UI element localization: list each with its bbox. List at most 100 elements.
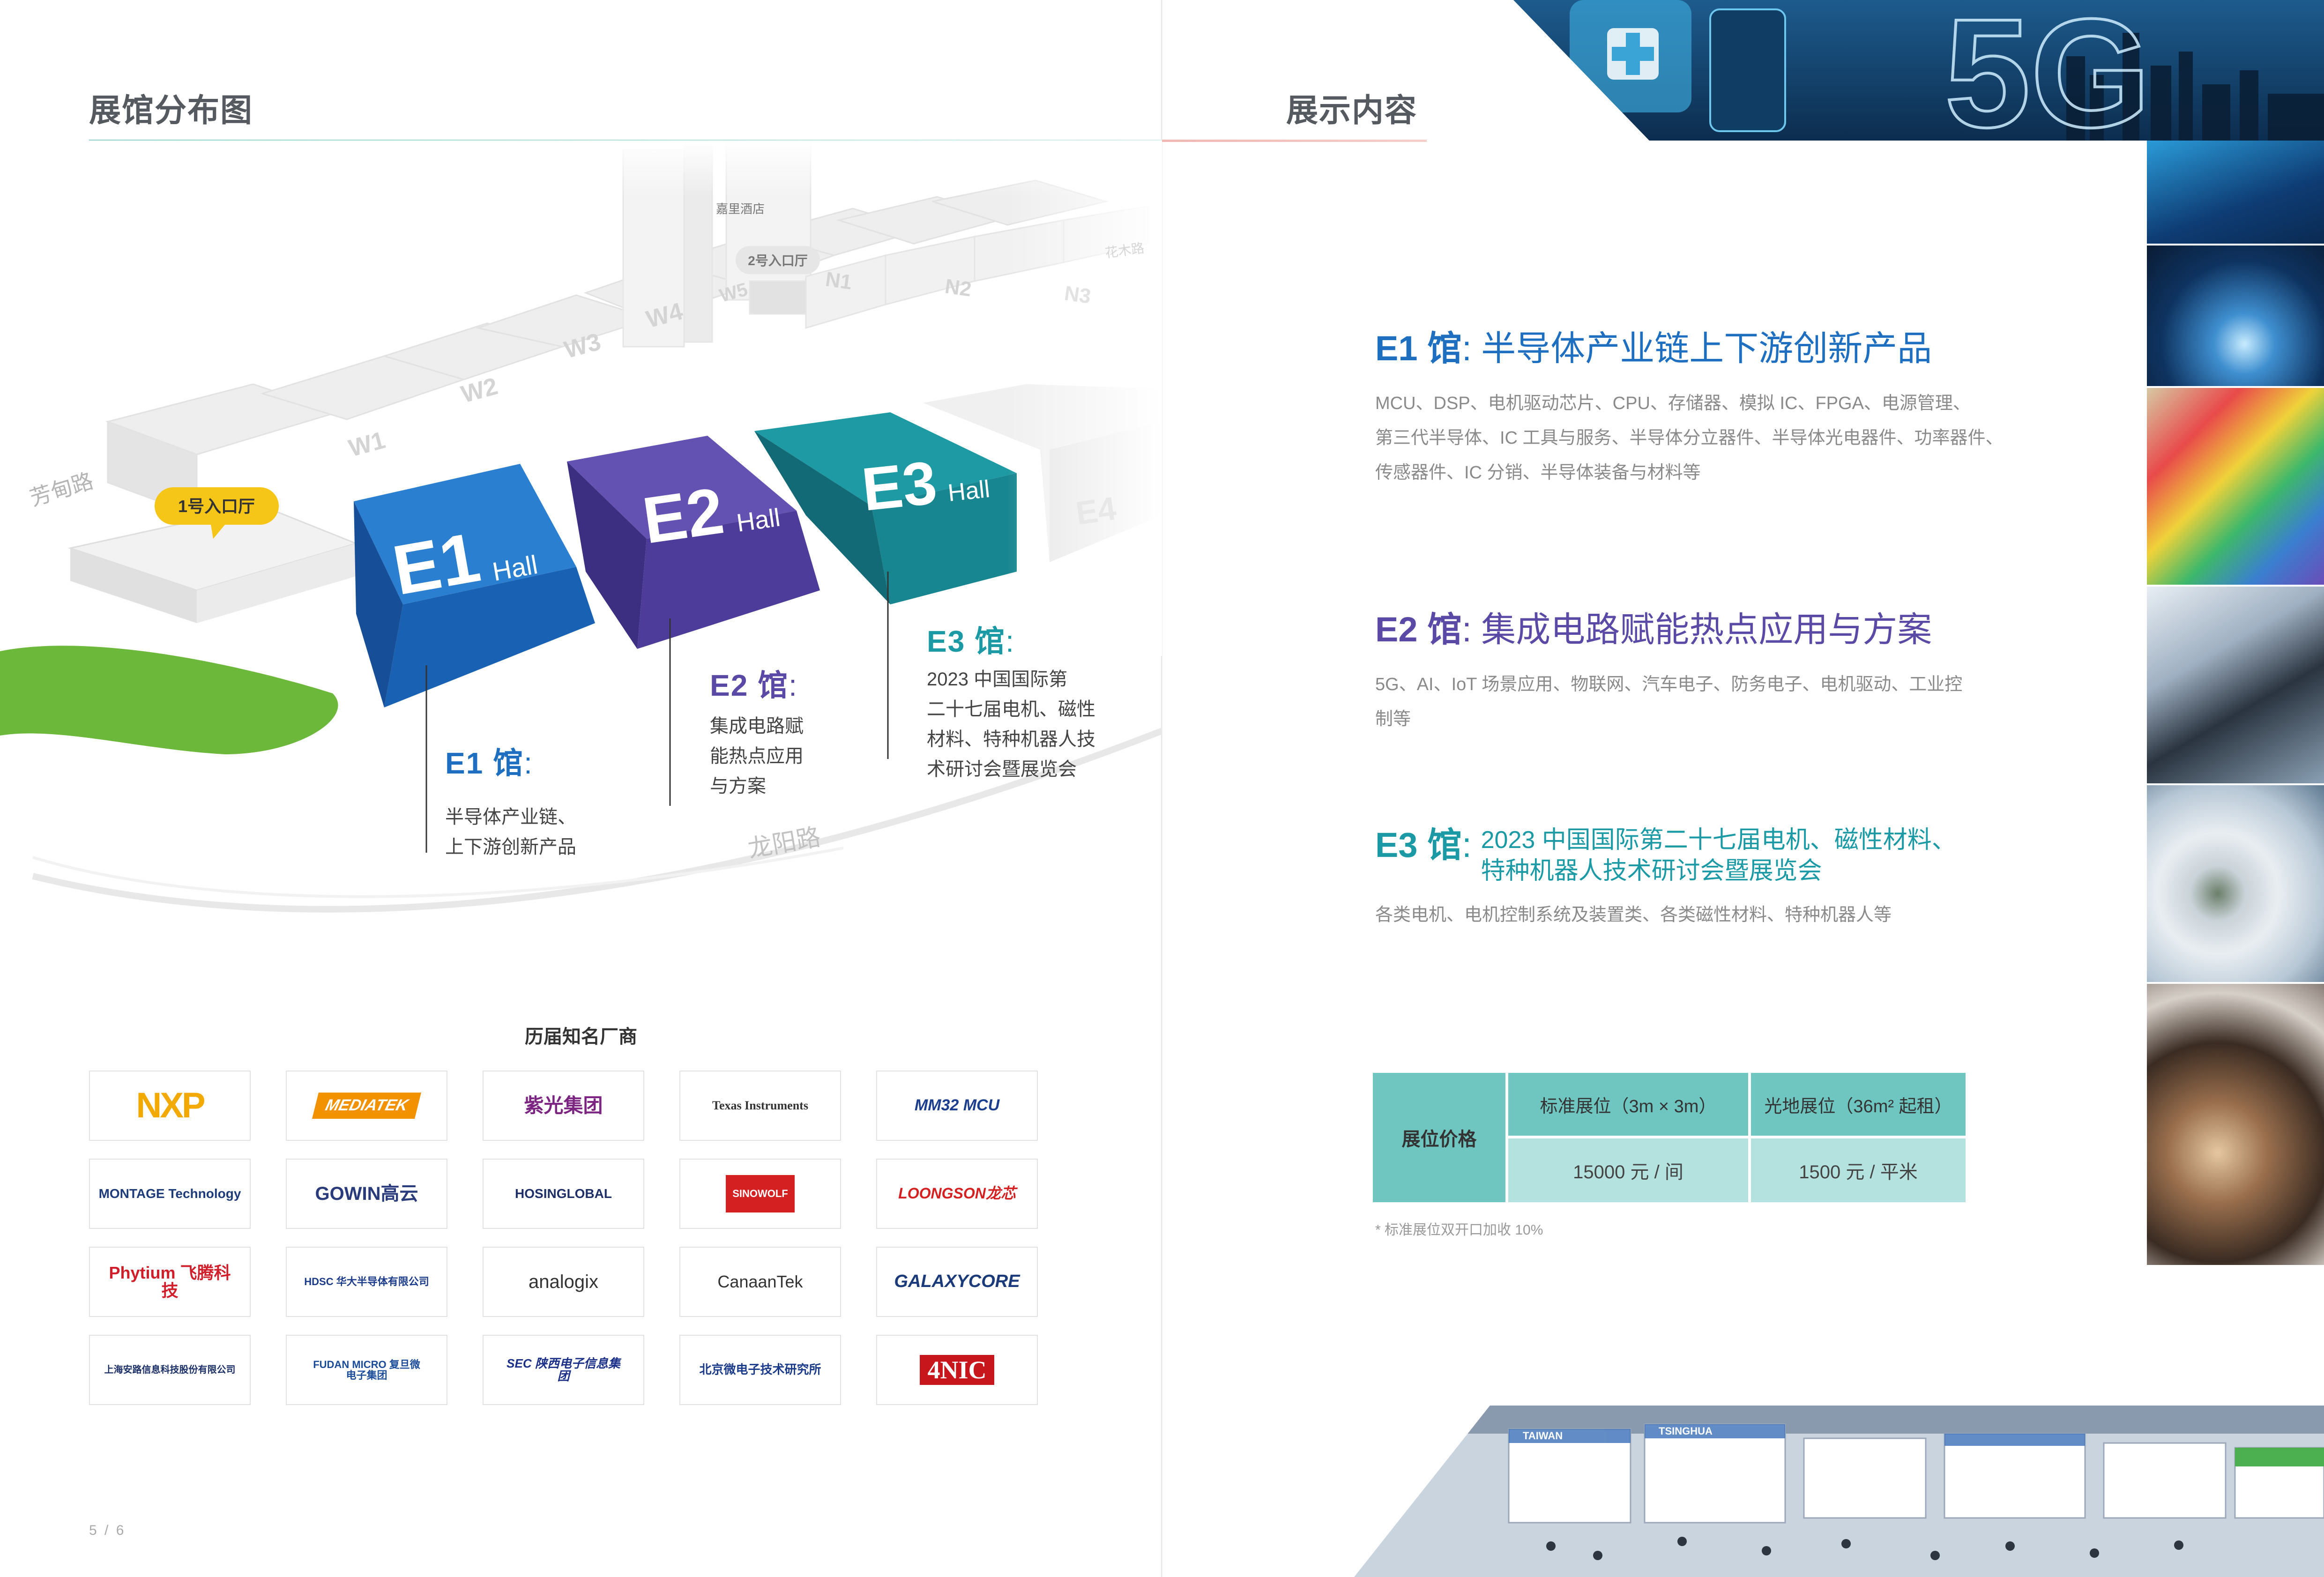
road-south-label: 龙阳路 bbox=[746, 824, 823, 863]
callout-e2-line: 与方案 bbox=[710, 776, 766, 796]
exhibit-e1-tag: E1 馆 bbox=[1375, 329, 1462, 368]
exhibit-block-e2: E2 馆: 集成电路赋能热点应用与方案 5G、AI、IoT 场景应用、物联网、汽… bbox=[1375, 609, 2134, 736]
photo-chip-handling bbox=[2147, 785, 2324, 982]
photo-foldable-phone bbox=[2147, 587, 2324, 783]
booth-sign-taiwan: TAIWAN bbox=[1523, 1430, 1563, 1442]
logo-4nic-text: 4NIC bbox=[920, 1354, 994, 1385]
hall-n1-label: N1 bbox=[824, 268, 854, 294]
exhibit-e3-tag-text: E3 馆 bbox=[1375, 826, 1462, 864]
logo-nxp: NXP bbox=[89, 1071, 251, 1141]
exhibit-e3-heading-line: 2023 中国国际第二十七届电机、磁性材料、 bbox=[1481, 826, 1956, 854]
callout-e3-line: 术研讨会暨展览会 bbox=[927, 759, 1077, 780]
exhibit-e1-description: MCU、DSP、电机驱动芯片、CPU、存储器、模拟 IC、FPGA、电源管理、 … bbox=[1375, 386, 2134, 490]
hall-n2-label: N2 bbox=[944, 275, 973, 301]
photo-machinery bbox=[2147, 984, 2324, 1265]
logo-mediatek-text: MEDIATEK bbox=[312, 1093, 421, 1119]
callout-e2-tag-text: E2 馆 bbox=[710, 669, 789, 702]
callout-e3-line: 二十七届电机、磁性 bbox=[927, 699, 1095, 720]
callout-e2-description: 集成电路赋 能热点应用 与方案 bbox=[710, 711, 804, 801]
title-rule-right bbox=[1162, 140, 1427, 142]
hall-distribution-map: 1号入口厅 2号入口厅 嘉里酒店 芳甸路 龙阳路 花木路 W1 W2 W3 W4… bbox=[0, 141, 1162, 913]
logo-anlogic: 上海安路信息科技股份有限公司 bbox=[89, 1335, 251, 1405]
callout-e1-line: 半导体产业链、 bbox=[445, 807, 576, 827]
logo-montage: MONTAGE Technology bbox=[89, 1159, 251, 1229]
callout-e2: E2 馆: 集成电路赋 能热点应用 与方案 bbox=[710, 662, 804, 801]
exhibit-e3-heading-line: 特种机器人技术研讨会暨展览会 bbox=[1481, 857, 1822, 885]
photo-laser-machining bbox=[2147, 245, 2324, 386]
logo-mediatek: MEDIATEK bbox=[286, 1071, 447, 1141]
exhibit-e1-heading: E1 馆: 半导体产业链上下游创新产品 bbox=[1375, 328, 2134, 369]
exhibit-e3-heading-text: 2023 中国国际第二十七届电机、磁性材料、 特种机器人技术研讨会暨展览会 bbox=[1481, 825, 1956, 886]
logo-canaantek: CanaanTek bbox=[679, 1247, 841, 1317]
callout-e2-line: 能热点应用 bbox=[710, 746, 804, 766]
booth-sign-tsinghua: TSINGHUA bbox=[1659, 1425, 1713, 1437]
logo-sec: SEC 陕西电子信息集团 bbox=[483, 1335, 644, 1405]
manufacturer-logo-grid: NXP MEDIATEK 紫光集团 Texas Instruments MM32… bbox=[89, 1071, 1038, 1406]
hall-e1-code: E1 bbox=[387, 517, 485, 610]
exhibit-e3-colon: : bbox=[1462, 826, 1472, 864]
exhibit-e2-tag: E2 馆 bbox=[1375, 610, 1462, 649]
top-photo-5g: 5G bbox=[1513, 0, 2324, 141]
logo-gowin: GOWIN高云 bbox=[286, 1159, 447, 1229]
hall-e2-suffix: Hall bbox=[735, 504, 782, 537]
photo-network bbox=[2147, 141, 2324, 244]
callout-e1-description: 半导体产业链、 上下游创新产品 bbox=[445, 802, 576, 862]
exhibit-e2-colon: : bbox=[1462, 610, 1472, 649]
exhibit-e1-colon: : bbox=[1462, 329, 1472, 368]
logo-fudan-micro: FUDAN MICRO 复旦微电子集团 bbox=[286, 1335, 447, 1405]
exhibit-block-e1: E1 馆: 半导体产业链上下游创新产品 MCU、DSP、电机驱动芯片、CPU、存… bbox=[1375, 328, 2134, 490]
right-photo-strip bbox=[2147, 141, 2324, 1406]
exhibit-e1-heading-text: 半导体产业链上下游创新产品 bbox=[1481, 329, 1932, 368]
hotel-label: 嘉里酒店 bbox=[716, 202, 765, 216]
price-value-raw-space: 1500 元 / 平米 bbox=[1751, 1138, 1966, 1202]
exhibit-e3-description: 各类电机、电机控制系统及装置类、各类磁性材料、特种机器人等 bbox=[1375, 898, 2134, 932]
exhibit-e2-description: 5G、AI、IoT 场景应用、物联网、汽车电子、防务电子、电机驱动、工业控 制等 bbox=[1375, 667, 2134, 736]
callout-e3-colon: : bbox=[1006, 625, 1015, 658]
callout-e2-colon: : bbox=[789, 669, 798, 702]
logo-hosinglobal: HOSINGLOBAL bbox=[483, 1159, 644, 1229]
callout-e1-tag: E1 馆: bbox=[445, 739, 576, 782]
logo-sinowolf-text: SINOWOLF bbox=[726, 1175, 795, 1213]
exhibit-e3-tag: E3 馆: bbox=[1375, 825, 1472, 866]
price-header-raw-space: 光地展位（36m² 起租） bbox=[1751, 1073, 1966, 1136]
hall-e3-code: E3 bbox=[859, 448, 940, 524]
page-fold bbox=[1161, 0, 1162, 1577]
price-note: * 标准展位双开口加收 10% bbox=[1375, 1222, 1543, 1238]
logo-sinowolf: SINOWOLF bbox=[679, 1159, 841, 1229]
hall-w1-label: W1 bbox=[346, 426, 388, 462]
callout-e1-line: 上下游创新产品 bbox=[445, 837, 576, 857]
callout-e2-tag: E2 馆: bbox=[710, 662, 804, 705]
hall-e2-code: E2 bbox=[638, 473, 728, 557]
hall-e3-suffix: Hall bbox=[946, 476, 991, 507]
top-photo-5g-image: 5G bbox=[1513, 0, 2324, 141]
exhibit-e1-desc-line: 第三代半导体、IC 工具与服务、半导体分立器件、半导体光电器件、功率器件、 bbox=[1375, 428, 2004, 448]
logo-loongson: LOONGSON龙芯 bbox=[876, 1159, 1038, 1229]
bottom-photo-expo-hall: TAIWAN TSINGHUA bbox=[1354, 1406, 2324, 1577]
callout-e3-line: 材料、特种机器人技 bbox=[927, 729, 1095, 750]
logo-phytium: Phytium 飞腾科技 bbox=[89, 1247, 251, 1317]
booth-price-table: 展位价格 标准展位（3m × 3m） 光地展位（36m² 起租） 15000 元… bbox=[1373, 1073, 1966, 1205]
exhibit-e3-heading: E3 馆: 2023 中国国际第二十七届电机、磁性材料、 特种机器人技术研讨会暨… bbox=[1375, 825, 2134, 886]
callout-e1-colon: : bbox=[524, 746, 533, 780]
photo-5g-text: 5G bbox=[1944, 0, 2151, 141]
callout-e1: E1 馆: 半导体产业链、 上下游创新产品 bbox=[445, 739, 576, 862]
exhibit-e1-desc-line: 传感器件、IC 分销、半导体装备与材料等 bbox=[1375, 463, 1701, 483]
logo-galaxycore: GALAXYCORE bbox=[876, 1247, 1038, 1317]
logo-hdsc: HDSC 华大半导体有限公司 bbox=[286, 1247, 447, 1317]
exhibit-e1-desc-line: MCU、DSP、电机驱动芯片、CPU、存储器、模拟 IC、FPGA、电源管理、 bbox=[1375, 394, 1971, 413]
entrance-1-label: 1号入口厅 bbox=[178, 497, 255, 516]
price-header-standard: 标准展位（3m × 3m） bbox=[1508, 1073, 1748, 1136]
expo-hall-image: TAIWAN TSINGHUA bbox=[1354, 1406, 2324, 1577]
logo-mm32-mcu: MM32 MCU bbox=[876, 1071, 1038, 1141]
callout-e3: E3 馆: 2023 中国国际第 二十七届电机、磁性 材料、特种机器人技 术研讨… bbox=[927, 617, 1095, 784]
exhibit-block-e3: E3 馆: 2023 中国国际第二十七届电机、磁性材料、 特种机器人技术研讨会暨… bbox=[1375, 825, 2134, 932]
hall-e4-label: E4 bbox=[1073, 490, 1118, 532]
page-number: 5 / 6 bbox=[89, 1523, 126, 1538]
logo-bmti: 北京微电子技术研究所 bbox=[679, 1335, 841, 1405]
exhibit-e2-desc-line: 制等 bbox=[1375, 709, 1411, 729]
logo-texas-instruments: Texas Instruments bbox=[679, 1071, 841, 1141]
callout-e3-description: 2023 中国国际第 二十七届电机、磁性 材料、特种机器人技 术研讨会暨展览会 bbox=[927, 664, 1095, 784]
logo-analogix: analogix bbox=[483, 1247, 644, 1317]
logo-4nic: 4NIC bbox=[876, 1335, 1038, 1405]
manufacturers-title: 历届知名厂商 bbox=[525, 1027, 637, 1047]
